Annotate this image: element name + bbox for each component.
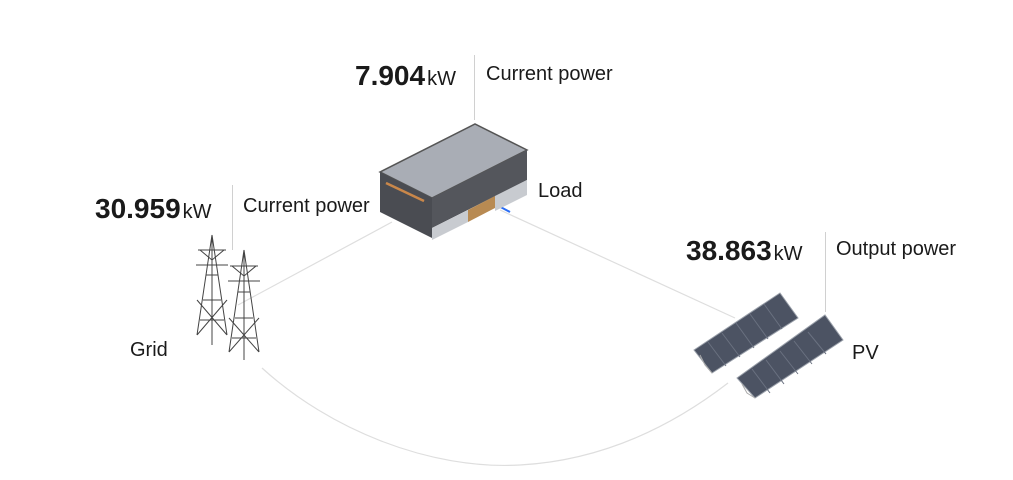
pv-callout-line <box>825 232 826 312</box>
load-power-number: 7.904 <box>355 60 426 91</box>
grid-power-number: 30.959 <box>95 193 181 224</box>
flow-line-grid-load <box>237 221 393 306</box>
pv-power-unit: kW <box>773 243 803 265</box>
solar-panel-icon <box>693 292 844 399</box>
pv-power-caption: Output power <box>836 238 957 260</box>
grid-pylon-icon <box>196 234 260 360</box>
pv-power-number: 38.863 <box>686 235 772 266</box>
grid-label: Grid <box>130 339 168 361</box>
pv-label: PV <box>852 342 879 364</box>
load-label: Load <box>538 180 583 202</box>
load-callout-line <box>474 55 475 120</box>
flow-line-grid-pv <box>261 367 729 467</box>
grid-power-unit: kW <box>182 201 212 223</box>
grid-callout-line <box>232 185 233 250</box>
building-icon <box>378 123 529 240</box>
grid-power-caption: Current power <box>243 195 370 217</box>
load-power-unit: kW <box>427 68 456 90</box>
flow-line-load-pv <box>499 209 736 319</box>
load-power-caption: Current power <box>486 63 613 85</box>
